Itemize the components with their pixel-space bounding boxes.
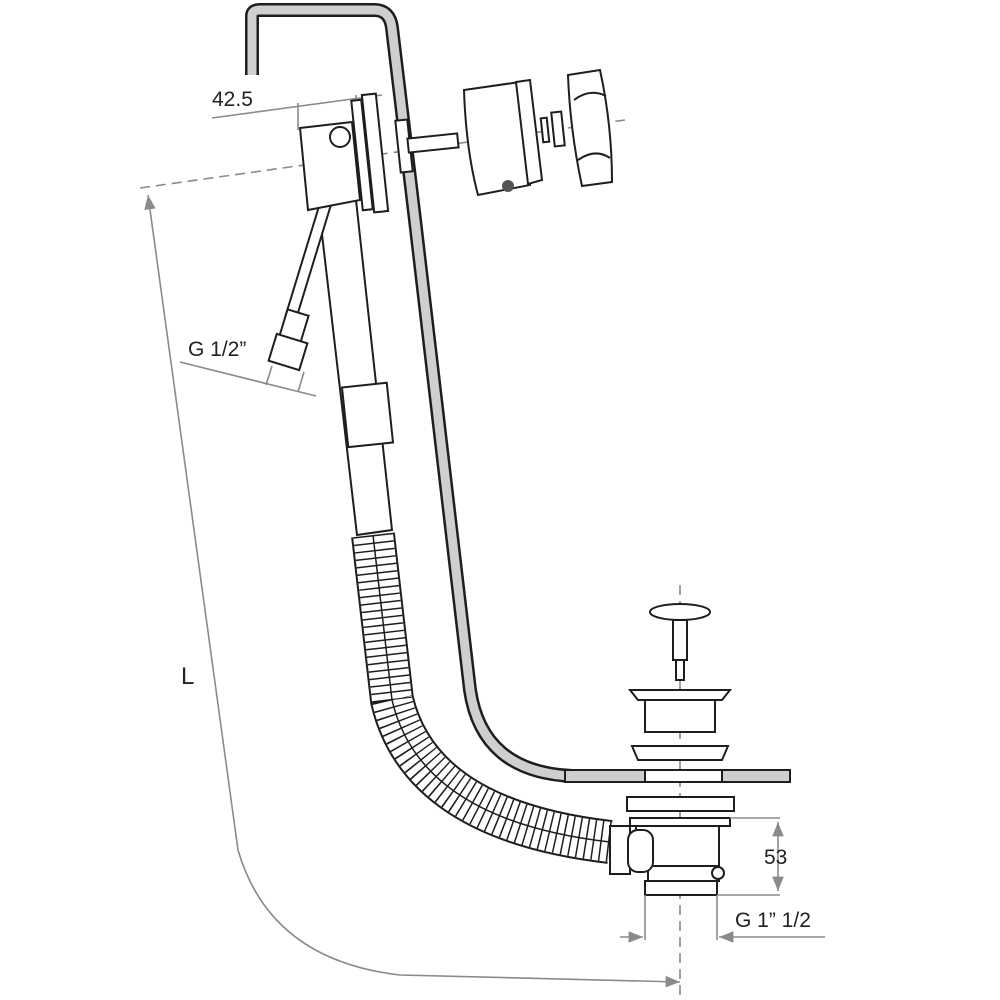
overflow-handle [462, 68, 614, 197]
waste-body [609, 796, 735, 896]
waste-dimensions [620, 817, 825, 943]
overflow-offset-label: 42.5 [212, 88, 253, 111]
inlet-thread-dimension [179, 361, 317, 397]
center-lines [139, 119, 681, 995]
overflow-tube [316, 199, 395, 537]
inlet-thread-label: G 1/2” [188, 338, 246, 361]
overflow-pipe [245, 2, 645, 783]
popup-plug [627, 603, 733, 761]
length-label: L [181, 663, 194, 690]
bath-floor [564, 769, 791, 783]
overflow-body [298, 92, 460, 214]
length-dimension [144, 194, 681, 988]
corrugated-hose [351, 532, 613, 864]
waste-height-label: 53 [764, 846, 787, 869]
outlet-thread-label: G 1” 1/2 [735, 909, 811, 932]
